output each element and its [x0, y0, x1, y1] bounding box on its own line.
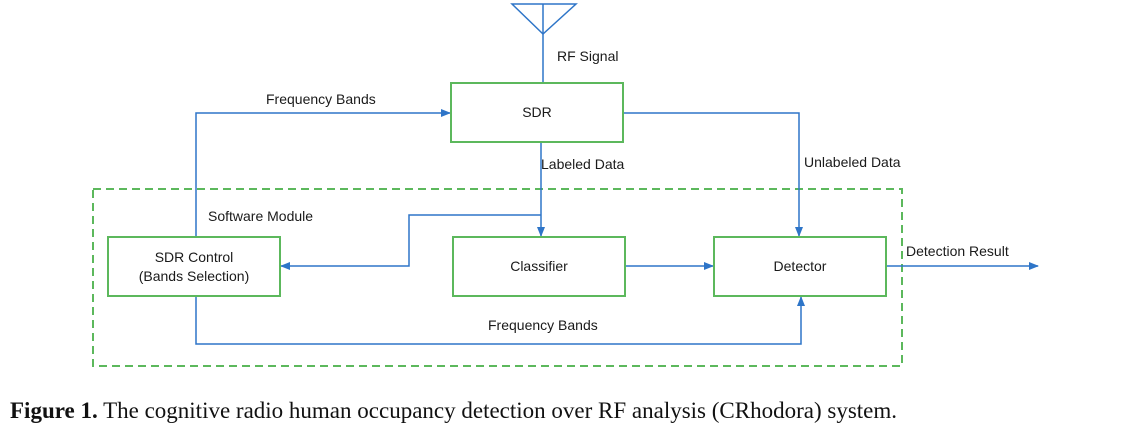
detector-block: Detector	[713, 236, 887, 297]
figure-caption: Figure 1. The cognitive radio human occu…	[10, 398, 1120, 424]
diagram-canvas	[92, 3, 1039, 367]
detector-block-label: Detector	[773, 258, 827, 274]
sdr-block-label: SDR	[522, 104, 552, 120]
arrow-unlabeled-data	[624, 112, 803, 237]
sdr-control-line2: (Bands Selection)	[138, 267, 250, 284]
arrow-frequency-bands-to-sdr	[195, 109, 451, 236]
arrow-frequency-bands-to-detector	[195, 296, 805, 345]
label-rf-signal: RF Signal	[557, 48, 619, 64]
arrow-labeled-data-to-sdr-control	[280, 214, 541, 270]
label-software-module: Software Module	[208, 208, 314, 224]
sdr-control-line1: SDR Control	[154, 248, 234, 265]
sdr-control-block: SDR Control (Bands Selection)	[107, 236, 281, 297]
figure-caption-prefix: Figure 1.	[10, 398, 98, 423]
software-module-border	[92, 188, 903, 367]
antenna-icon	[510, 3, 578, 82]
label-frequency-bands-top: Frequency Bands	[266, 91, 376, 107]
sdr-control-block-label: SDR Control (Bands Selection)	[139, 248, 250, 286]
figure-caption-text: The cognitive radio human occupancy dete…	[97, 398, 898, 423]
label-frequency-bands-bottom: Frequency Bands	[488, 317, 598, 333]
label-detection-result: Detection Result	[906, 243, 1009, 259]
label-labeled-data: Labeled Data	[541, 156, 625, 172]
sdr-block: SDR	[450, 82, 624, 143]
classifier-block: Classifier	[452, 236, 626, 297]
label-unlabeled-data: Unlabeled Data	[804, 154, 901, 170]
classifier-block-label: Classifier	[510, 258, 568, 274]
